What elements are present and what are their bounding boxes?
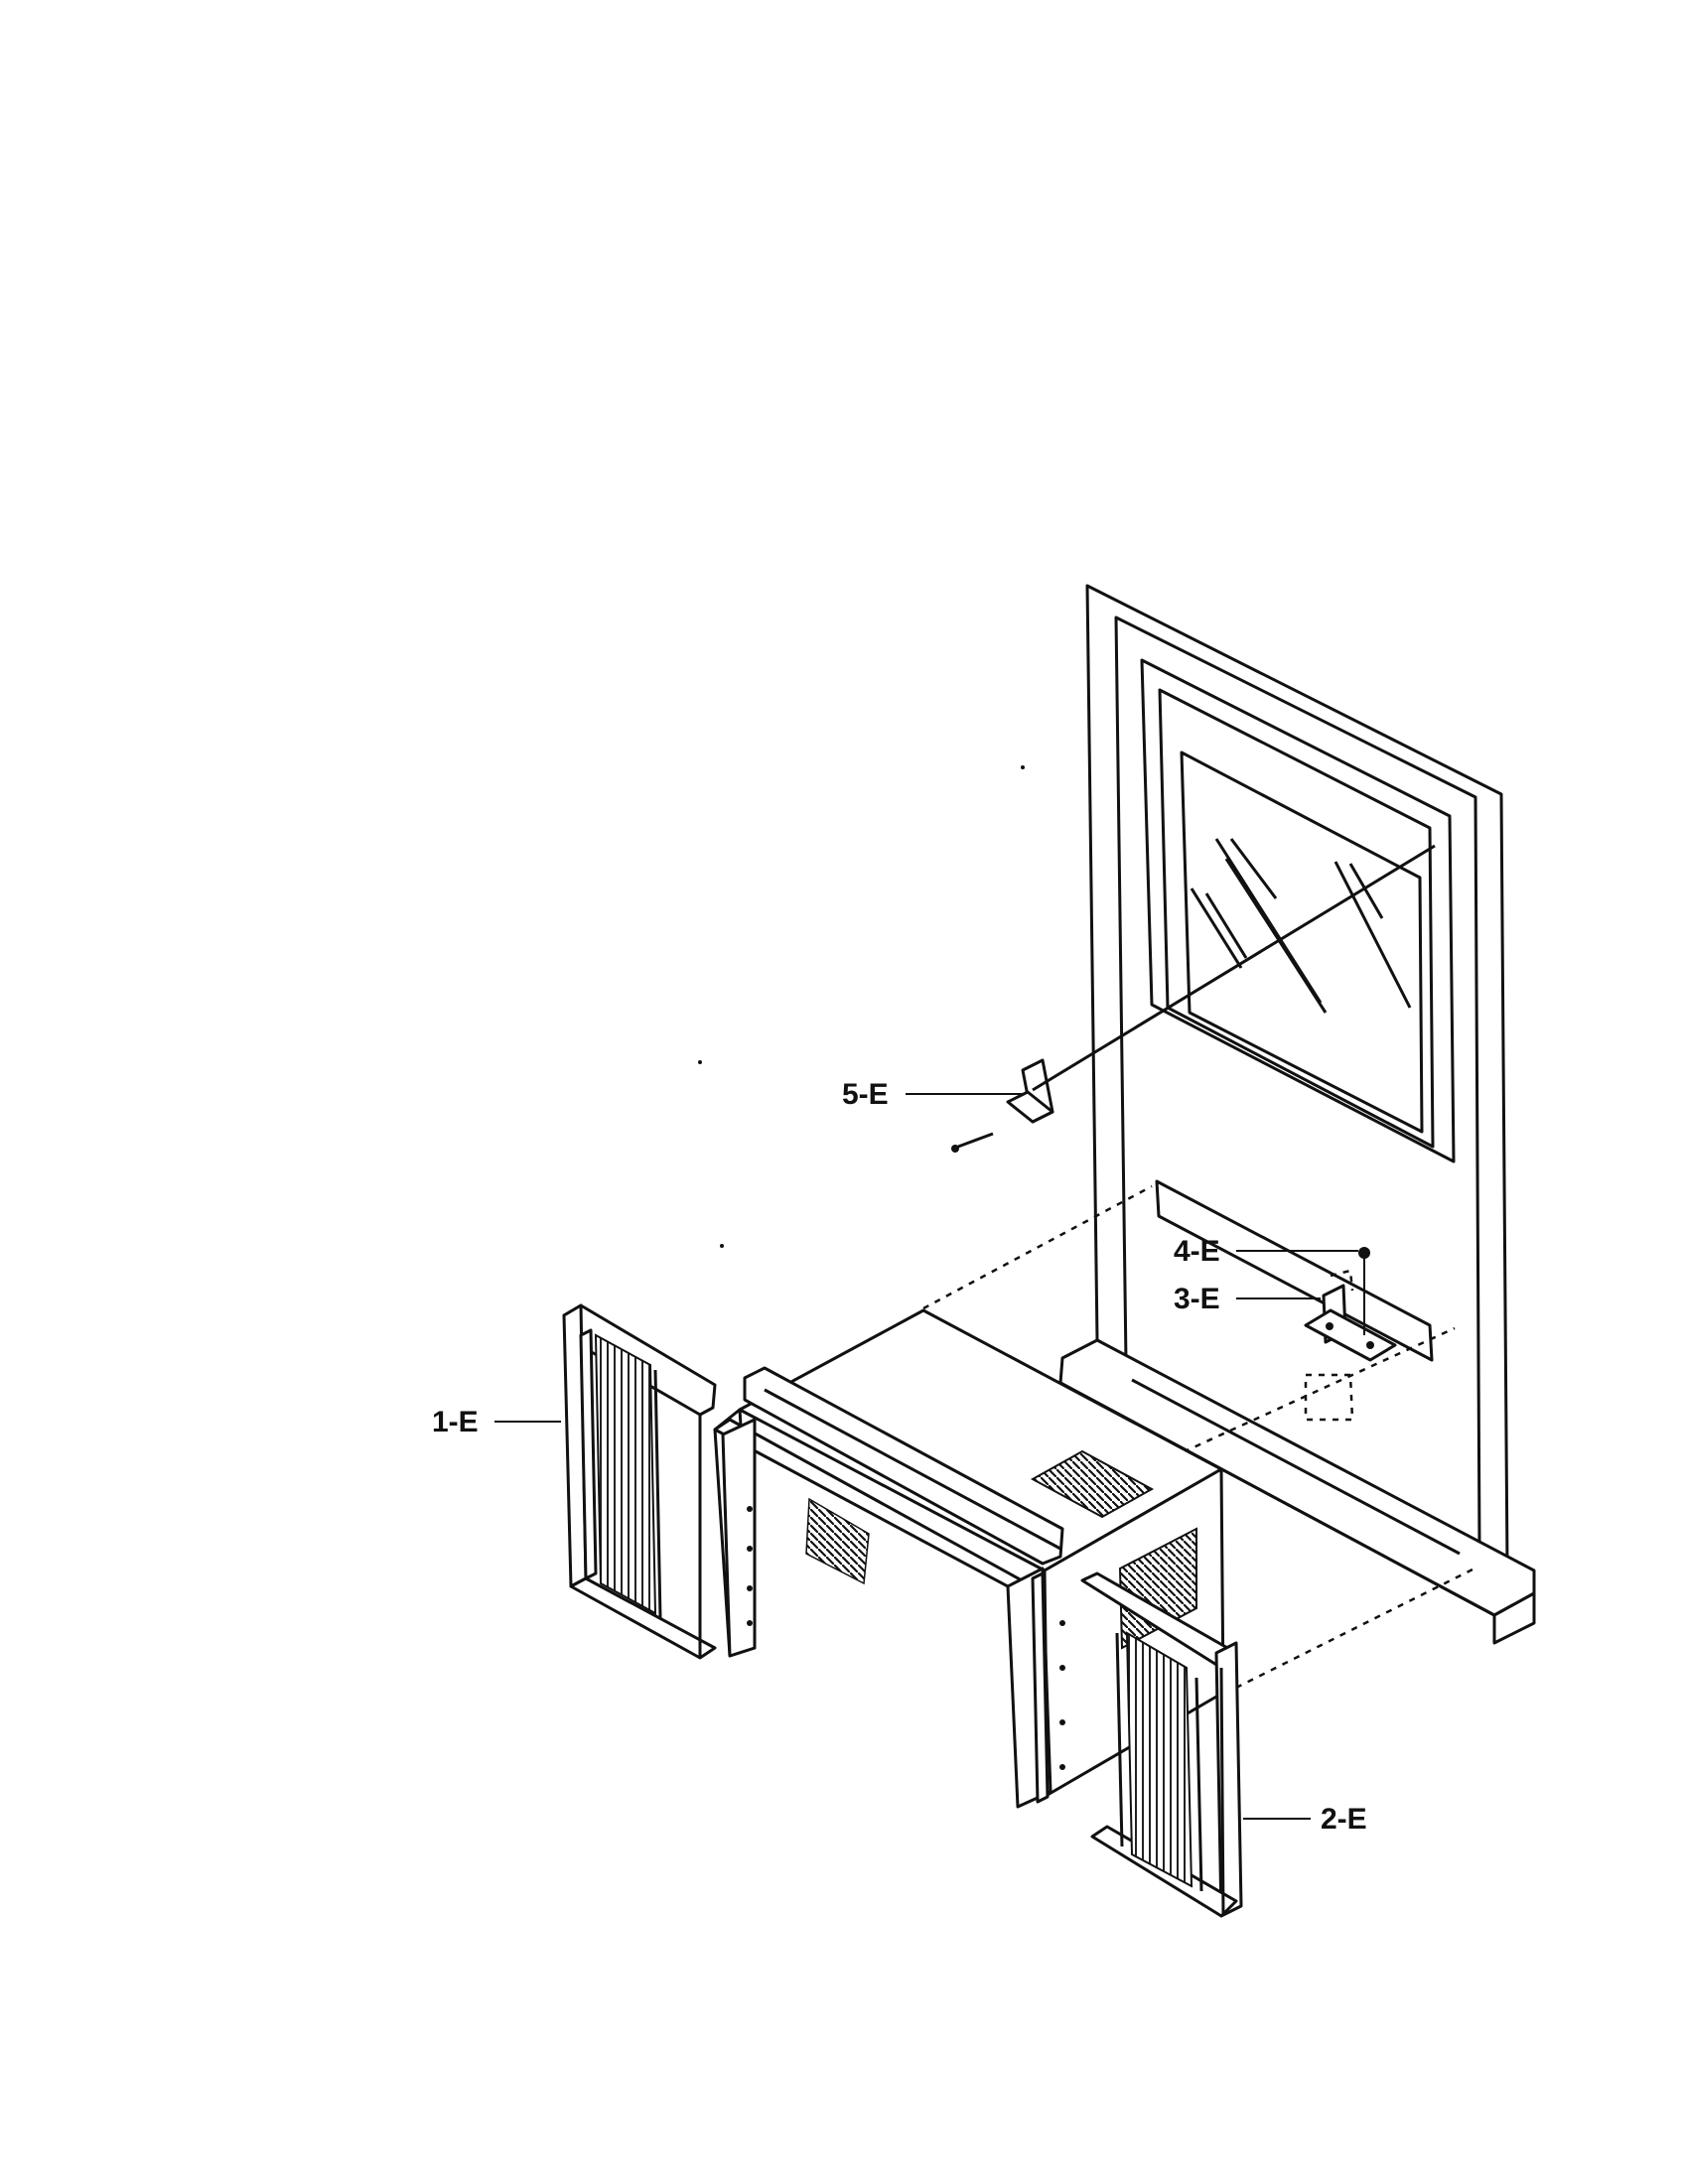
bracket-3e — [1304, 1247, 1397, 1422]
callout-2e: 2-E — [1243, 1803, 1367, 1836]
callout-1e: 1-E — [432, 1406, 561, 1438]
bracket-5e — [951, 844, 1436, 1153]
callout-3e: 3-E — [1174, 1283, 1321, 1315]
window-assembly — [1058, 584, 1536, 1645]
callout-3e-label: 3-E — [1174, 1283, 1220, 1315]
side-curtain-2e — [1080, 1571, 1243, 1918]
callout-4e: 4-E — [1174, 1235, 1358, 1268]
side-curtain-1e — [562, 1303, 717, 1660]
callout-5e-label: 5-E — [842, 1078, 889, 1111]
callout-1e-label: 1-E — [432, 1406, 479, 1438]
callout-5e: 5-E — [842, 1078, 1023, 1111]
callout-2e-label: 2-E — [1321, 1803, 1367, 1836]
alignment-lines — [922, 1184, 1475, 1690]
ac-cabinet — [713, 1308, 1225, 1809]
callout-4e-label: 4-E — [1174, 1235, 1220, 1268]
